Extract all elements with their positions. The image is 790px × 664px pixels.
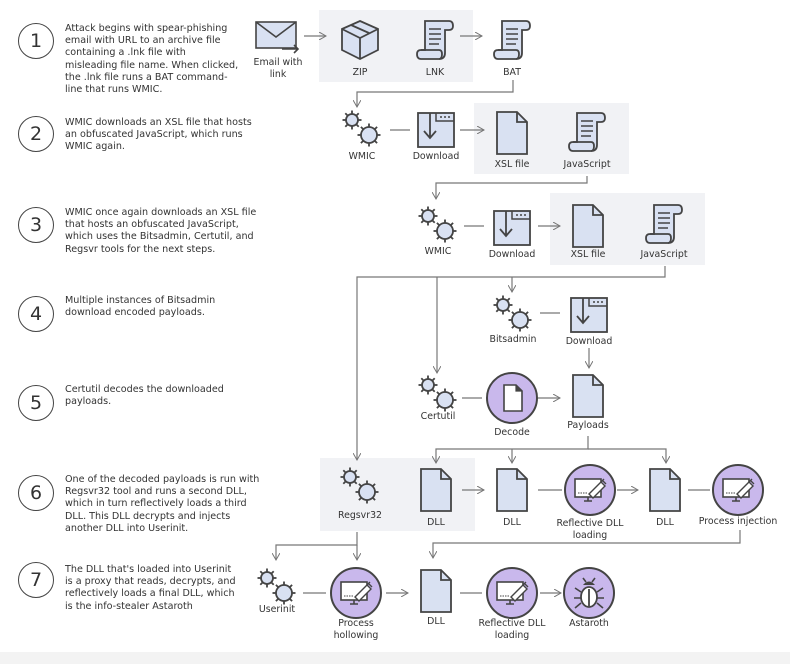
step-3-text: WMIC once again downloads an XSL file th… — [65, 207, 257, 255]
scroll-icon — [415, 18, 455, 66]
monitor-inject-circle-icon — [329, 566, 383, 624]
download-window-icon — [416, 111, 456, 153]
arrow-js-wmic — [436, 176, 588, 199]
gears-icon — [418, 206, 458, 248]
arrow-payloads-dll3 — [588, 448, 666, 463]
node-label-js2: JavaScript — [640, 249, 688, 260]
node-label-wmic1: WMIC — [348, 151, 376, 162]
node-label-reflective2: Reflective DLL loading — [478, 618, 546, 641]
node-label-certutil: Certutil — [420, 411, 456, 422]
monitor-inject-circle-icon — [563, 463, 617, 521]
gears-icon — [493, 295, 533, 337]
gears-icon — [342, 110, 382, 152]
decode-circle-icon — [485, 371, 539, 429]
scroll-icon — [492, 18, 532, 66]
node-label-js1: JavaScript — [563, 159, 611, 170]
box-icon — [338, 18, 382, 66]
document-icon — [571, 373, 605, 423]
node-label-userinit: Userinit — [258, 604, 296, 615]
node-label-dll2: DLL — [503, 517, 521, 528]
step-3-number: 3 — [18, 207, 54, 243]
step-5-text: Certutil decodes the downloaded payloads… — [65, 384, 224, 408]
node-label-reflective1: Reflective DLL loading — [556, 518, 624, 541]
step-6-text: One of the decoded payloads is run with … — [65, 474, 260, 534]
document-icon — [419, 568, 453, 618]
gears-icon — [418, 375, 458, 417]
download-window-icon — [492, 209, 532, 251]
step-5-number: 5 — [18, 385, 54, 421]
bug-circle-icon — [562, 566, 616, 624]
node-label-regsvr32: Regsvr32 — [337, 510, 383, 521]
node-label-astaroth: Astaroth — [569, 618, 609, 629]
node-label-payloads: Payloads — [567, 420, 609, 431]
node-label-wmic2: WMIC — [424, 246, 452, 257]
node-label-dll4: DLL — [427, 616, 445, 627]
node-label-bitsadmin: Bitsadmin — [489, 334, 537, 345]
node-label-decode: Decode — [494, 427, 530, 438]
step-1-text: Attack begins with spear-phishing email … — [65, 23, 239, 96]
arrow-injection-dll4 — [433, 530, 741, 558]
node-label-xsl2: XSL file — [570, 249, 606, 260]
step-7-text: The DLL that's loaded into Userinit is a… — [65, 564, 236, 612]
scroll-icon — [567, 110, 607, 158]
document-icon — [495, 110, 529, 160]
node-label-download1: Download — [412, 151, 460, 162]
step-4-number: 4 — [18, 296, 54, 332]
step-2-text: WMIC downloads an XSL file that hosts an… — [65, 117, 252, 153]
arrow-bat-wmic — [357, 80, 514, 107]
download-window-icon — [569, 296, 609, 338]
line-js2-branch — [357, 266, 666, 460]
node-label-injection: Process injection — [698, 516, 778, 527]
step-6-number: 6 — [18, 475, 54, 511]
node-label-dll3: DLL — [656, 517, 674, 528]
arrow-regsvr-userinit — [276, 532, 358, 560]
gears-icon — [340, 467, 380, 509]
gears-icon — [257, 568, 297, 610]
step-4-text: Multiple instances of Bitsadmin download… — [65, 295, 216, 319]
node-label-dll1: DLL — [427, 517, 445, 528]
step-7-number: 7 — [18, 562, 54, 598]
step-1-number: 1 — [18, 23, 54, 59]
node-label-bat: BAT — [503, 67, 521, 78]
node-label-email: Email with link — [253, 57, 303, 80]
document-icon — [495, 467, 529, 517]
email-icon — [254, 20, 302, 58]
node-label-zip: ZIP — [352, 67, 368, 78]
step-2-number: 2 — [18, 116, 54, 152]
node-label-download3: Download — [565, 336, 613, 347]
scroll-icon — [644, 202, 684, 250]
node-label-download2: Download — [488, 249, 536, 260]
monitor-inject-circle-icon — [711, 463, 765, 521]
document-icon — [571, 203, 605, 253]
node-label-lnk: LNK — [425, 67, 445, 78]
node-label-hollowing: Process hollowing — [333, 618, 379, 641]
monitor-inject-circle-icon — [485, 566, 539, 624]
document-icon — [419, 467, 453, 517]
node-label-xsl1: XSL file — [494, 159, 530, 170]
document-icon — [648, 467, 682, 517]
